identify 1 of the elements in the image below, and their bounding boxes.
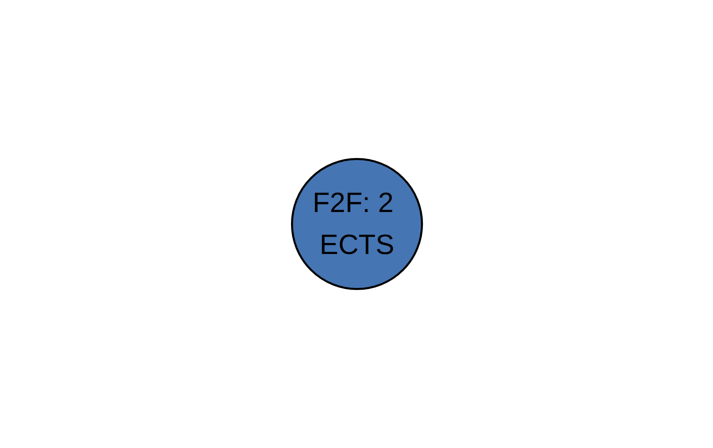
node-circle: F2F: 2 ECTS bbox=[290, 158, 422, 290]
